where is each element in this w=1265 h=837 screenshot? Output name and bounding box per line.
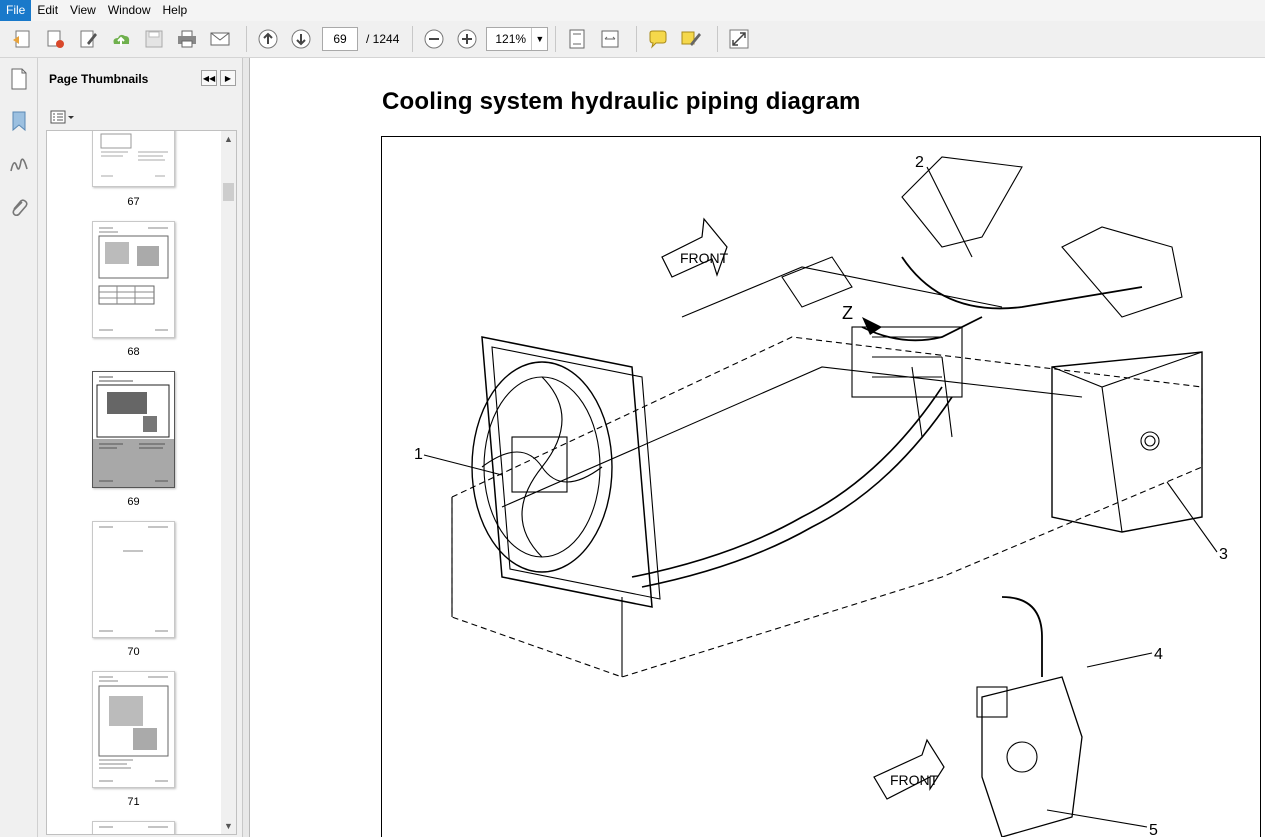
thumbnail-label: 71 [127,796,140,808]
thumbnail-options-button[interactable] [50,108,76,126]
menu-view[interactable]: View [70,3,96,17]
cloud-upload-icon [113,34,130,46]
page-number-input[interactable]: 69 [322,27,358,51]
view-z-label: Z [842,303,853,323]
toolbar: 69 / 1244 121% ▼ [0,21,1265,58]
email-icon [210,32,230,46]
callout-4: 4 [1154,646,1163,663]
combine-files-icon [47,30,64,48]
page-preview [99,826,168,828]
zoom-in-button[interactable] [453,25,481,53]
toolbar-separator [412,26,414,52]
save-icon [145,30,163,48]
next-page-button[interactable] [287,25,315,53]
page-preview [98,676,169,782]
zoom-out-button[interactable] [420,25,448,53]
toolbar-separator [636,26,638,52]
zoom-in-icon [457,29,477,49]
document-view[interactable]: Cooling system hydraulic piping diagram [250,58,1265,837]
expand-button[interactable] [725,25,753,53]
navigation-pane-strip [0,58,38,837]
thumbnail-page[interactable] [92,671,175,788]
create-pdf-button[interactable] [8,25,36,53]
save-button[interactable] [140,25,168,53]
zoom-value: 121% [495,32,527,46]
expand-icon [729,29,749,49]
front-label-lower: FRONT [890,772,939,788]
thumbnail-label: 67 [127,196,140,208]
fit-width-button[interactable] [596,25,624,53]
scrollbar-thumb[interactable] [223,183,234,201]
menu-help[interactable]: Help [162,3,188,17]
chevron-down-icon[interactable]: ▼ [531,28,547,50]
toolbar-separator [717,26,719,52]
page-total: / 1244 [366,32,400,46]
chevron-up-icon[interactable]: ▲ [224,134,233,144]
thumbnails-panel: Page Thumbnails ◀◀ ▶ 67 68 69 70 71 [38,58,243,837]
zoom-select[interactable]: 121% ▼ [486,27,549,51]
fit-page-icon [569,29,585,49]
page-title: Cooling system hydraulic piping diagram [382,88,861,115]
front-label: FRONT [680,250,729,266]
menu-window[interactable]: Window [107,3,151,17]
toolbar-separator [555,26,557,52]
thumbnail-scrollbar[interactable]: ▲ ▼ [221,131,236,834]
highlight-icon [681,31,702,46]
fit-page-button[interactable] [563,25,591,53]
callout-2: 2 [915,154,924,171]
hydraulic-piping-drawing: FRONT FRONT Z 1 2 3 4 5 [414,154,1228,837]
comment-icon [649,30,667,49]
combine-files-button[interactable] [41,25,69,53]
toolbar-separator [246,26,247,52]
previous-page-button[interactable] [254,25,282,53]
menu-file[interactable]: File [0,0,32,21]
thumbnail-label: 69 [127,496,140,508]
thumbnail-page[interactable] [92,131,175,187]
callout-3: 3 [1219,546,1228,563]
thumbnail-list[interactable]: 67 68 69 70 71 ▲ ▼ [46,130,237,835]
options-icon [50,110,74,124]
thumbnail-page[interactable] [92,821,175,834]
panel-controls: ◀◀ ▶ [198,70,236,86]
callout-1: 1 [414,446,423,463]
page-preview [100,133,168,177]
signature-icon[interactable] [6,151,32,177]
highlight-button[interactable] [677,25,705,53]
callout-5: 5 [1149,822,1158,837]
panel-splitter[interactable] [243,58,250,837]
bookmark-icon[interactable] [6,108,32,134]
thumbnail-page[interactable] [92,521,175,638]
print-icon [178,30,196,48]
thumbnail-page[interactable] [92,221,175,338]
zoom-out-icon [424,29,444,49]
menu-edit[interactable]: Edit [37,3,59,17]
upload-button[interactable] [107,25,135,53]
edit-document-icon [80,30,97,48]
panel-title: Page Thumbnails [49,72,149,86]
page-thumbnails-icon[interactable] [6,66,32,92]
fit-width-icon [601,30,619,48]
email-button[interactable] [206,25,234,53]
attachment-icon[interactable] [6,195,32,221]
arrow-down-icon [291,29,311,49]
menu-bar: File Edit View Window Help [0,0,1265,21]
chevron-down-icon[interactable]: ▼ [224,821,233,831]
thumbnail-label: 70 [127,646,140,658]
page-preview [98,227,169,331]
create-pdf-icon [13,30,30,48]
page-preview [93,372,174,482]
collapse-panel-button[interactable]: ◀◀ [201,70,217,86]
print-button[interactable] [173,25,201,53]
page-preview [99,526,168,632]
arrow-up-icon [258,29,278,49]
edit-button[interactable] [74,25,102,53]
diagram-figure: FRONT FRONT Z 1 2 3 4 5 [381,136,1261,837]
comment-button[interactable] [644,25,672,53]
close-panel-button[interactable]: ▶ [220,70,236,86]
thumbnail-label: 68 [127,346,140,358]
thumbnail-page-selected[interactable] [92,371,175,488]
